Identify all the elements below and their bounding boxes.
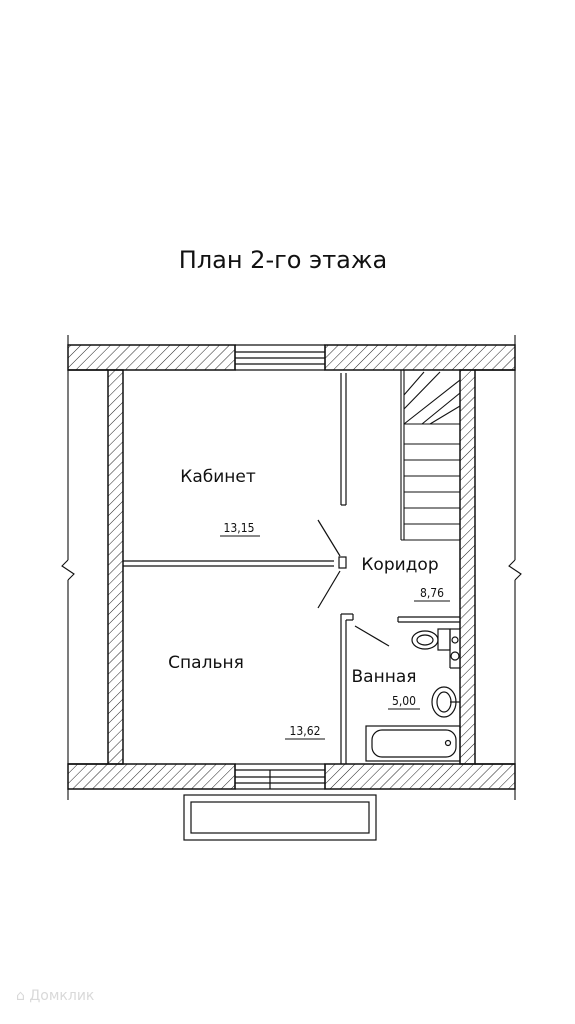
- sink-icon: [431, 686, 460, 718]
- window-top: [234, 344, 326, 371]
- bathroom-wall: [397, 616, 460, 623]
- partition-upper: [340, 373, 347, 506]
- room-area-corridor: 8,76: [420, 586, 444, 600]
- staircase: [400, 370, 461, 541]
- watermark-logo: ⌂ Домклик: [16, 988, 94, 1004]
- balcony-door: [234, 763, 326, 790]
- exterior-walls: [67, 344, 516, 790]
- break-markers: [61, 335, 522, 800]
- bathtub-icon: [365, 725, 461, 762]
- room-area-office: 13,15: [224, 521, 255, 535]
- wall-outlines: [68, 369, 515, 765]
- room-area-bathroom: 5,00: [392, 694, 416, 708]
- toilet-icon: [411, 628, 460, 669]
- room-area-bedroom: 13,62: [290, 724, 321, 738]
- room-name-corridor: Коридор: [361, 555, 438, 575]
- balcony: [183, 794, 377, 841]
- plan-title: План 2-го этажа: [179, 246, 387, 274]
- watermark-text: Домклик: [29, 988, 95, 1004]
- house-icon: ⌂: [16, 988, 25, 1004]
- partition-lower: [340, 613, 354, 764]
- room-name-bathroom: Ванная: [352, 667, 417, 687]
- room-name-bedroom: Спальня: [168, 653, 244, 673]
- door-swings: [317, 519, 390, 647]
- room-name-office: Кабинет: [180, 467, 256, 487]
- partition-horizontal: [123, 560, 334, 567]
